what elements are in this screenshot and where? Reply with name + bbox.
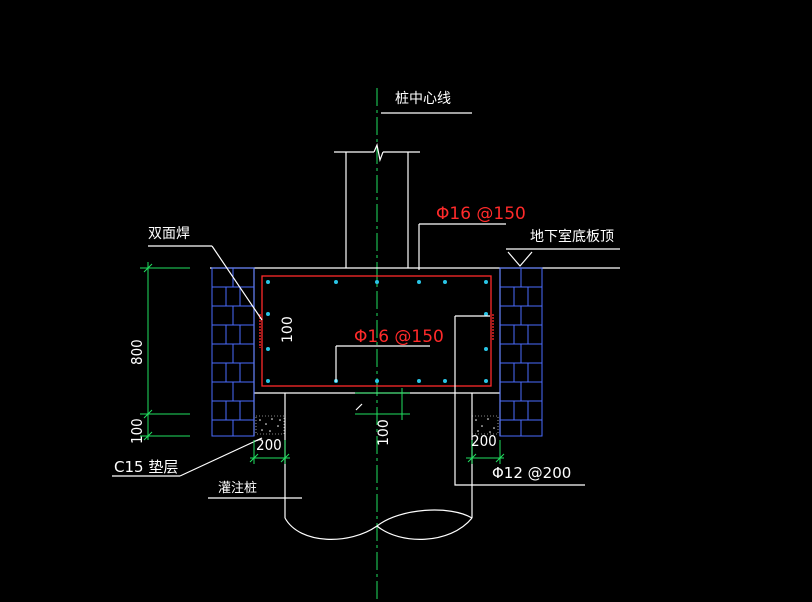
dim-inner-100: 100 bbox=[280, 316, 296, 343]
rebar-cage bbox=[261, 275, 492, 387]
cushion-label: C15 垫层 bbox=[114, 458, 178, 476]
double-weld-leader bbox=[211, 245, 263, 321]
dim-center-100: 100 bbox=[376, 419, 392, 446]
column bbox=[334, 142, 420, 268]
stirrup-leader bbox=[454, 316, 585, 486]
double-weld-label: 双面焊 bbox=[148, 226, 190, 242]
dimension-horizontal-left bbox=[249, 440, 290, 464]
rebar-cage-dots bbox=[266, 280, 488, 383]
stirrup-label: Φ12 @200 bbox=[492, 464, 571, 482]
dimension-center bbox=[355, 388, 410, 420]
dim-200-left: 200 bbox=[256, 436, 282, 454]
dim-100-left: 100 bbox=[128, 418, 146, 444]
dimension-vertical-left bbox=[140, 262, 190, 441]
slab-top-marker bbox=[507, 251, 533, 267]
pile-centerline-label: 桩中心线 bbox=[395, 90, 451, 107]
dim-800: 800 bbox=[128, 339, 146, 365]
dim-200-right: 200 bbox=[471, 432, 497, 450]
rebar-mid-label: Φ16 @150 bbox=[354, 327, 444, 347]
brick-wall-left bbox=[211, 267, 255, 437]
bored-pile-label: 灌注桩 bbox=[218, 481, 257, 496]
cushion-leader bbox=[179, 437, 263, 477]
rebar-top-label: Φ16 @150 bbox=[436, 204, 526, 224]
bored-pile bbox=[284, 393, 473, 540]
dimension-horizontal-right bbox=[466, 440, 505, 464]
brick-wall-right bbox=[499, 267, 543, 437]
basement-slab-top-label: 地下室底板顶 bbox=[530, 228, 614, 245]
